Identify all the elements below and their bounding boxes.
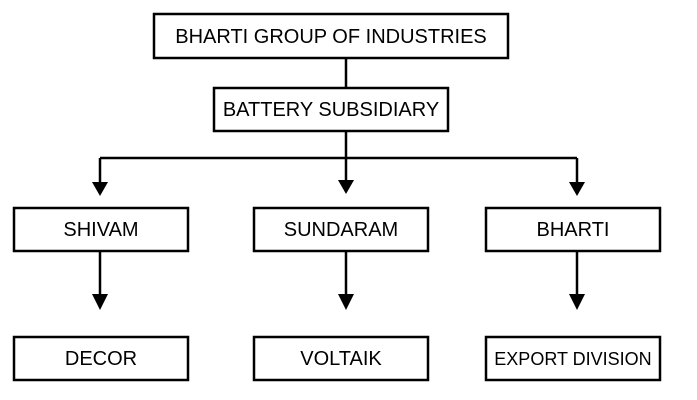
node-company-shivam: SHIVAM (12, 206, 190, 253)
arrow-to-sundaram (338, 180, 354, 194)
node-subsidiary-label: BATTERY SUBSIDIARY (223, 99, 439, 121)
node-company-label: BHARTI (537, 219, 610, 241)
node-root-label: BHARTI GROUP OF INDUSTRIES (175, 26, 487, 48)
node-division-voltaik: VOLTAIK (252, 335, 430, 382)
node-company-label: SUNDARAM (284, 219, 398, 241)
node-division-label: EXPORT DIVISION (494, 349, 651, 369)
arrow-to-export-division (569, 294, 585, 310)
connectors (92, 58, 585, 310)
arrow-to-decor (92, 294, 108, 310)
node-division-label: VOLTAIK (300, 348, 382, 370)
node-company-bharti: BHARTI (484, 206, 662, 253)
node-division-decor: DECOR (12, 335, 190, 382)
arrow-to-bharti (569, 182, 585, 196)
node-company-label: SHIVAM (63, 219, 138, 241)
arrow-to-voltaik (338, 294, 354, 310)
arrow-to-shivam (92, 182, 108, 196)
node-division-export: EXPORT DIVISION (484, 335, 662, 382)
node-subsidiary: BATTERY SUBSIDIARY (212, 86, 450, 133)
node-root: BHARTI GROUP OF INDUSTRIES (152, 12, 510, 60)
node-company-sundaram: SUNDARAM (252, 206, 430, 253)
node-division-label: DECOR (65, 348, 137, 370)
